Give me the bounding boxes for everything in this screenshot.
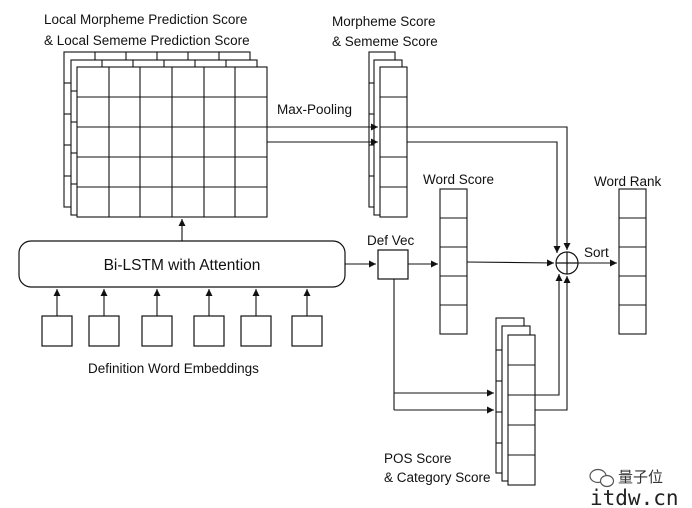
local-score-grid (63, 51, 268, 218)
def-vec-label: Def Vec (367, 233, 415, 248)
word-score-column (439, 188, 468, 335)
max-pooling-label: Max-Pooling (277, 102, 352, 117)
watermark: 量子位 itdw.cn (589, 468, 679, 508)
watermark-cn: 量子位 (618, 469, 663, 486)
local-score-title-line2: & Local Sememe Prediction Score (44, 33, 250, 48)
word-rank-column (618, 188, 647, 335)
watermark-url: itdw.cn (590, 486, 679, 508)
sum-node (555, 251, 579, 275)
embedding-box (88, 315, 120, 347)
embedding-box (291, 315, 323, 347)
embedding-box (240, 315, 272, 347)
sort-label: Sort (584, 245, 609, 260)
connectors (53, 123, 617, 414)
pos-score-label-line2: & Category Score (384, 470, 491, 485)
pos-score-label-line1: POS Score (384, 451, 452, 466)
def-vec-box (377, 249, 409, 280)
pos-category-score-column (495, 317, 536, 486)
word-rank-label: Word Rank (594, 174, 662, 189)
embedding-box (141, 315, 173, 347)
morpheme-sememe-score-column (368, 51, 408, 218)
embedding-boxes (41, 315, 323, 347)
score-title-line1: Morpheme Score (332, 14, 436, 29)
definition-embeddings-label: Definition Word Embeddings (88, 361, 259, 376)
bilstm-label: Bi-LSTM with Attention (104, 257, 261, 274)
score-title-line2: & Sememe Score (332, 34, 438, 49)
wechat-icon (589, 468, 615, 488)
local-score-title-line1: Local Morpheme Prediction Score (44, 12, 247, 27)
embedding-box (41, 315, 73, 347)
embedding-box (193, 315, 225, 347)
word-score-label: Word Score (423, 172, 494, 187)
